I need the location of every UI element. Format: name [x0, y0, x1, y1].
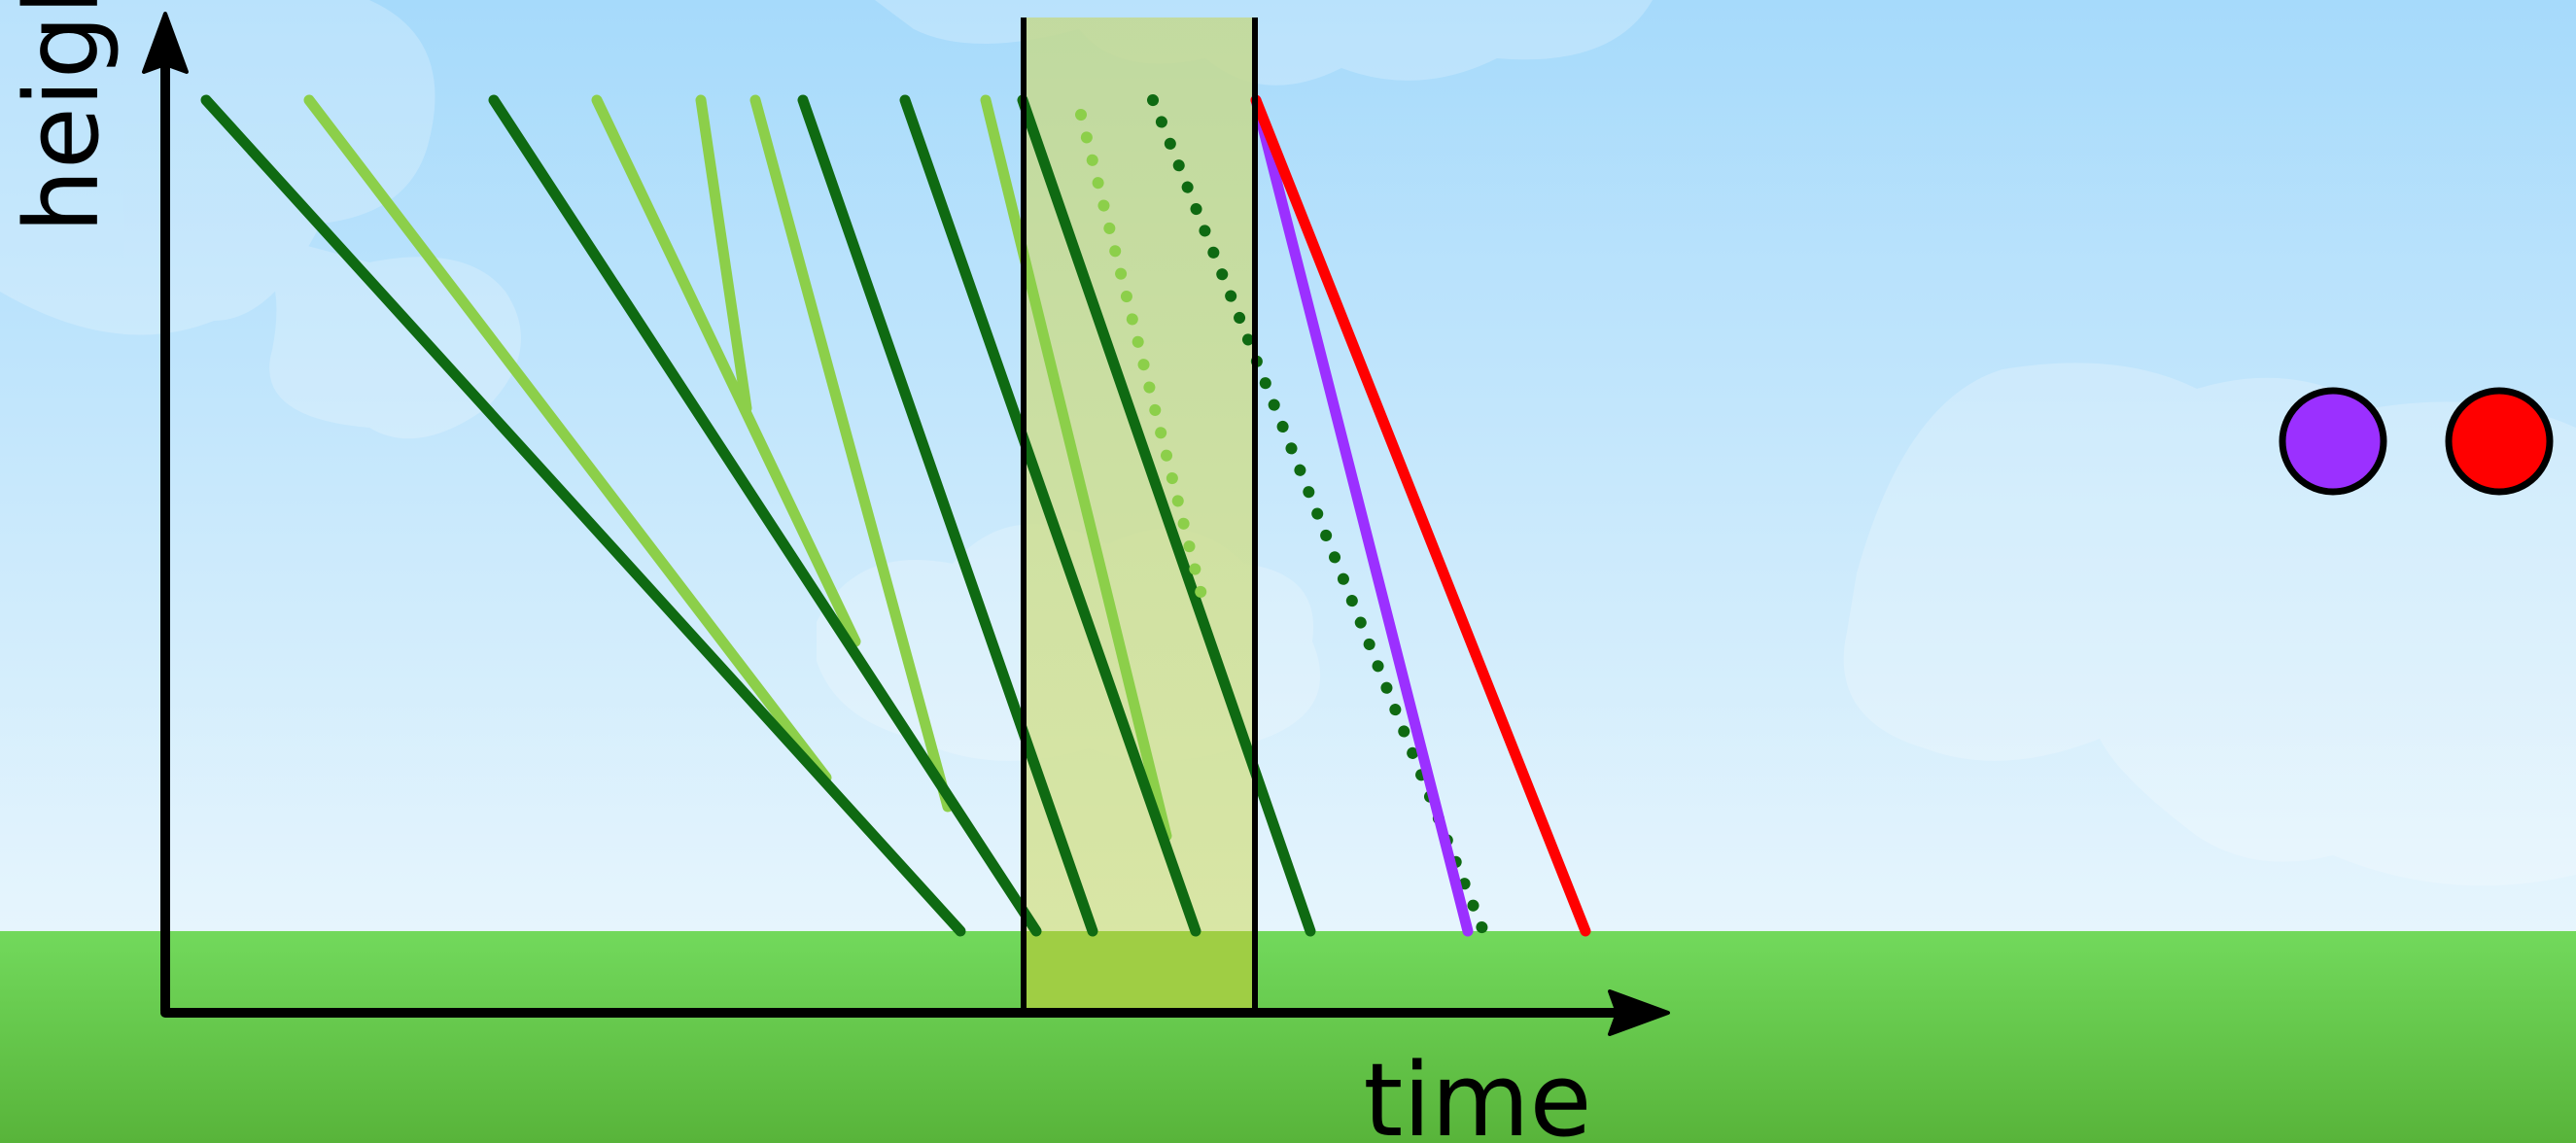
- trajectory-light-5: [980, 94, 1172, 842]
- trajectory-dark-3: [797, 94, 1098, 937]
- time-window-ground-overlay: [1024, 931, 1255, 1009]
- y-axis-label: height: [3, 0, 122, 233]
- x-axis-arrowhead: [1608, 989, 1670, 1036]
- x-axis-label: time: [1364, 1041, 1592, 1143]
- trajectory-dotted-light: [1075, 109, 1209, 608]
- trajectory-dark-5: [1017, 94, 1316, 937]
- time-window-highlight: [1024, 17, 1255, 1009]
- axes: [142, 12, 1670, 1036]
- trajectory-dark-2: [488, 94, 1042, 937]
- trajectory-light-4: [749, 94, 954, 813]
- trajectory-dark-1: [200, 94, 966, 937]
- dark-green-trajectories: [200, 94, 1316, 937]
- y-axis-arrowhead: [142, 12, 189, 74]
- trajectory-purple: [1250, 94, 1474, 937]
- sky-background: [0, 0, 2576, 931]
- legend-markers: [2279, 387, 2554, 496]
- light-green-trajectories: [303, 94, 1172, 842]
- red-marker: [2445, 387, 2554, 496]
- purple-marker: [2279, 387, 2387, 496]
- trajectory-dark-4: [899, 94, 1201, 937]
- trajectory-light-3: [695, 94, 752, 414]
- trajectory-light-1: [303, 94, 832, 783]
- trajectory-light-2: [591, 94, 861, 647]
- trajectory-red: [1250, 94, 1591, 937]
- ground: [0, 931, 2576, 1143]
